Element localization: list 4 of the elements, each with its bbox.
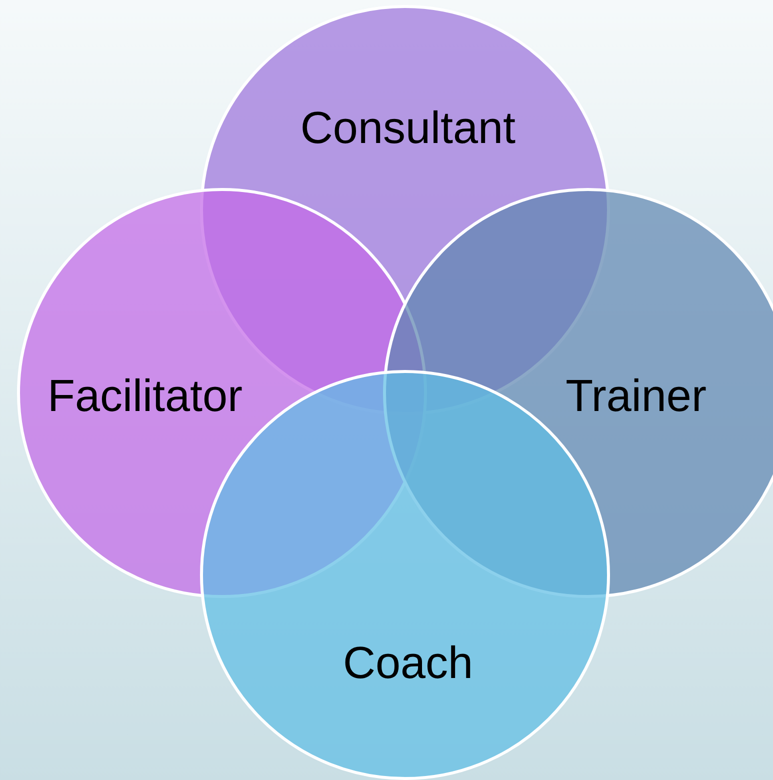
circle-label: Coach [342,637,474,689]
circle-label: Consultant [300,102,516,154]
circle-label: Trainer [566,370,706,422]
circle-label: Facilitator [47,370,243,422]
